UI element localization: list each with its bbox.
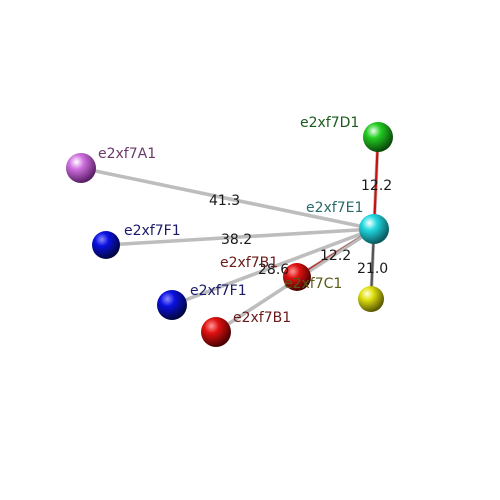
edge-a1-e1 [79, 166, 376, 231]
node-sphere-c1[interactable] [358, 286, 384, 312]
node-label-e1: e2xf7E1 [306, 200, 363, 216]
distance-label-a1-e1: 41.3 [209, 193, 240, 209]
node-sphere-f1a[interactable] [92, 231, 120, 259]
node-sphere-b1b[interactable] [201, 317, 231, 347]
distance-label-f1a-e1: 38.2 [221, 232, 252, 248]
edge-f1a-e1 [104, 227, 376, 247]
distance-label-d1-e1: 12.2 [361, 178, 392, 194]
nodes-layer [66, 122, 393, 347]
edge-d1-e1 [372, 135, 380, 231]
labels-layer: 41.3 38.2 12.2 21.0 12.2 28.6 e2xf7A1 e2xf7D1 e2… [98, 115, 392, 326]
node-label-f1a: e2xf7F1 [124, 223, 181, 239]
node-sphere-b1a[interactable] [283, 263, 311, 291]
node-sphere-e1[interactable] [359, 214, 389, 244]
node-sphere-d1[interactable] [363, 122, 393, 152]
node-label-b1a: e2xf7B1 [220, 255, 278, 271]
node-sphere-f1b[interactable] [157, 290, 187, 320]
node-label-f1b: e2xf7F1 [190, 283, 247, 299]
node-label-c1: e2xf7C1 [284, 276, 342, 292]
node-sphere-a1[interactable] [66, 153, 96, 183]
node-label-a1: e2xf7A1 [98, 146, 156, 162]
distance-label-e1-b1a: 12.2 [320, 248, 351, 264]
distance-label-e1-c1: 21.0 [357, 261, 388, 277]
node-label-b1b: e2xf7B1 [233, 310, 291, 326]
distance-label-e1-f1b: 28.6 [258, 262, 289, 278]
edge-e1-f1b [170, 227, 376, 307]
node-label-d1: e2xf7D1 [300, 115, 359, 131]
